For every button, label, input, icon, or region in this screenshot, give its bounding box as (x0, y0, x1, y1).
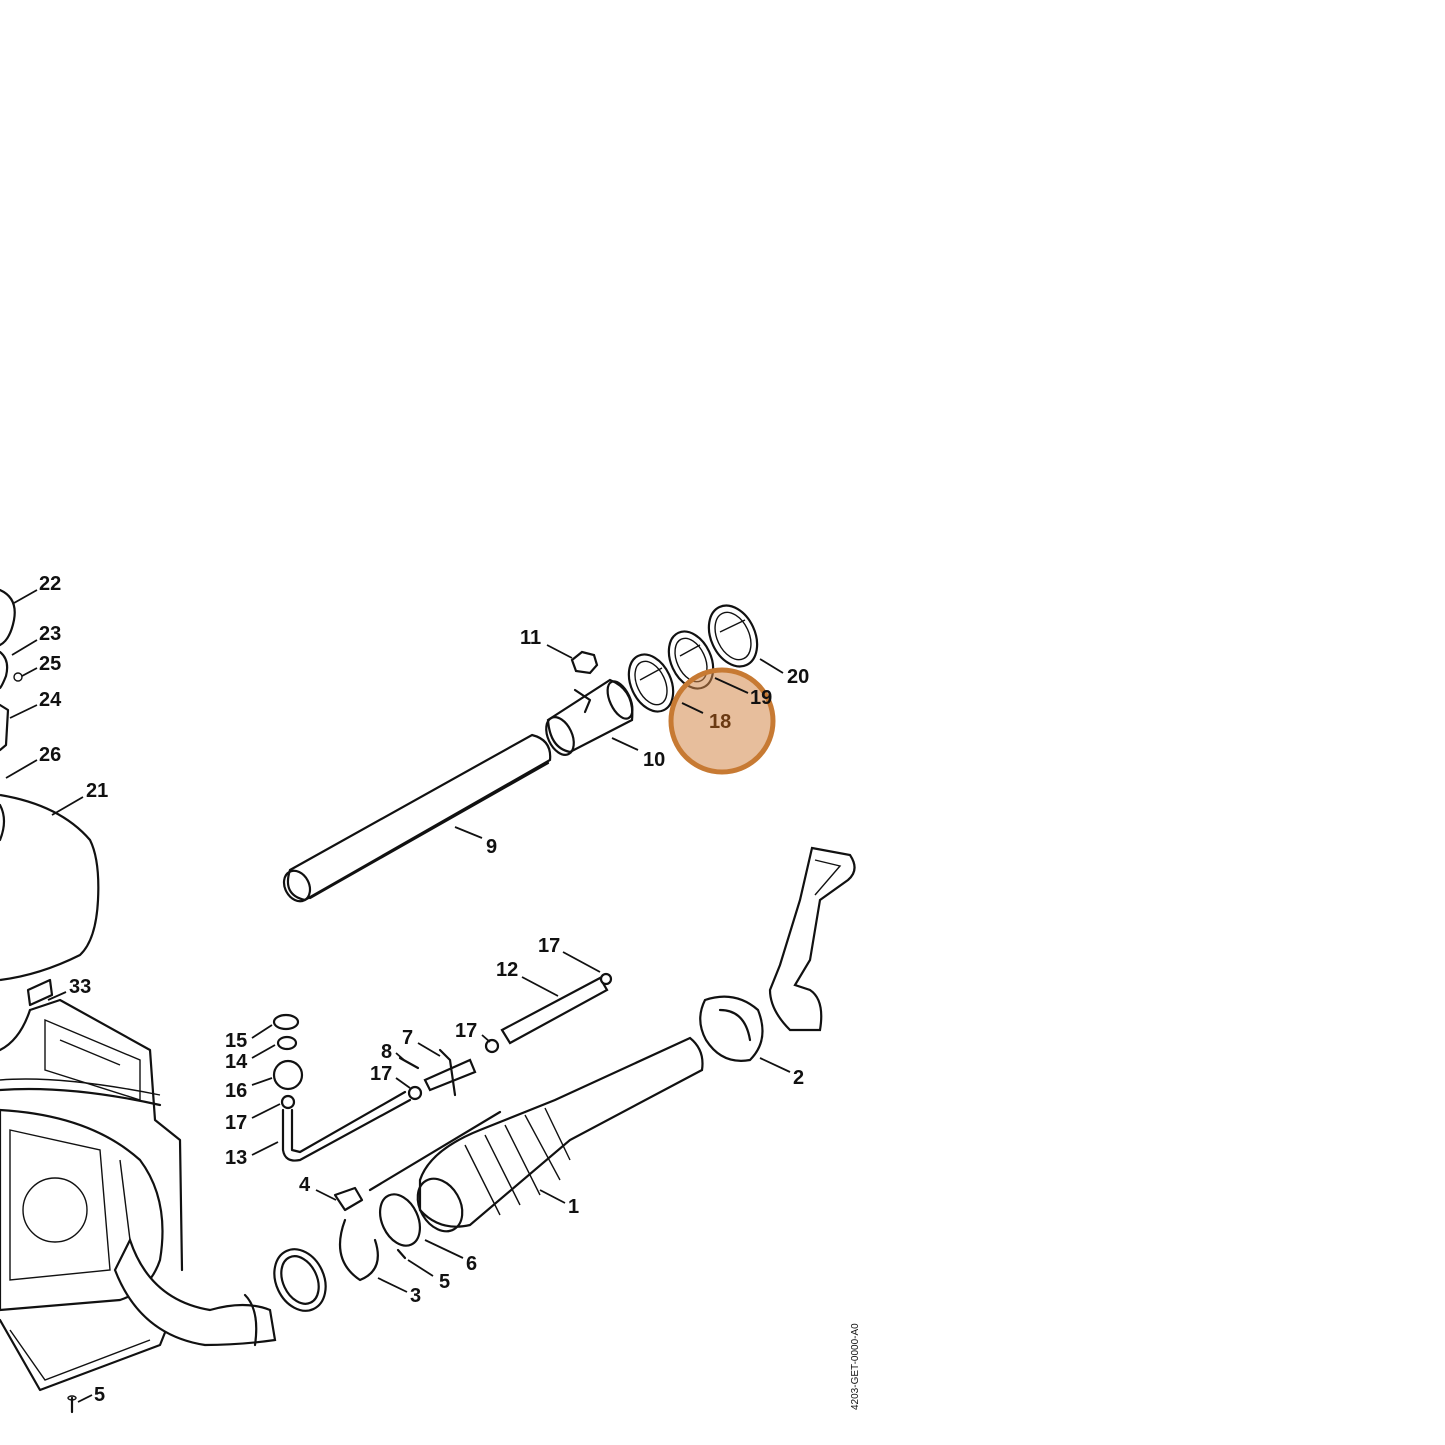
engine-housing-drawing (0, 588, 277, 1414)
callout-4[interactable]: 4 (299, 1174, 311, 1196)
callout-19[interactable]: 19 (750, 687, 772, 709)
leader-lines (5, 589, 791, 1403)
callout-17-valve[interactable]: 17 (370, 1063, 392, 1085)
nozzle-part-10 (545, 678, 634, 756)
callout-18-highlighted[interactable]: 18 (709, 711, 731, 733)
callout-14[interactable]: 14 (225, 1051, 248, 1073)
callout-6[interactable]: 6 (466, 1253, 477, 1275)
callout-8[interactable]: 8 (381, 1041, 392, 1063)
callout-5-right[interactable]: 5 (439, 1271, 450, 1293)
callout-24[interactable]: 24 (39, 689, 62, 711)
callout-21[interactable]: 21 (86, 780, 108, 802)
callout-20[interactable]: 20 (787, 666, 809, 688)
callout-17-mid[interactable]: 17 (455, 1020, 477, 1042)
callout-labels: 22 23 25 24 26 21 33 11 20 19 10 9 17 12… (39, 573, 809, 1406)
callout-12[interactable]: 12 (496, 959, 518, 981)
rod-part-12 (484, 972, 613, 1054)
callout-26[interactable]: 26 (39, 744, 61, 766)
hose-clamps-parts-3-4-6 (273, 1186, 422, 1312)
bellows-pipe-part-1 (368, 1036, 704, 1233)
callout-25[interactable]: 25 (39, 653, 61, 675)
knob-part-11 (570, 650, 599, 675)
callout-23[interactable]: 23 (39, 623, 61, 645)
callout-33[interactable]: 33 (69, 976, 91, 998)
valve-part-7 (398, 1048, 477, 1101)
blower-tube-part-9 (282, 733, 552, 903)
callout-11[interactable]: 11 (520, 627, 541, 649)
callout-2[interactable]: 2 (793, 1067, 804, 1089)
hose-part-13 (272, 1013, 412, 1162)
drawing-code: 4203-GET-0000-A0 (850, 1323, 861, 1410)
callout-22[interactable]: 22 (39, 573, 61, 595)
callout-10[interactable]: 10 (643, 749, 665, 771)
callout-15[interactable]: 15 (225, 1030, 247, 1052)
callout-17-top[interactable]: 17 (538, 935, 560, 957)
callout-16[interactable]: 16 (225, 1080, 247, 1102)
clamp-part-2 (699, 995, 764, 1062)
callout-9[interactable]: 9 (486, 836, 497, 858)
highlight-circle[interactable] (668, 667, 776, 775)
callout-13[interactable]: 13 (225, 1147, 247, 1169)
callout-3[interactable]: 3 (410, 1285, 421, 1307)
control-handle-drawing (768, 846, 856, 1032)
callout-17-left[interactable]: 17 (225, 1112, 247, 1134)
callout-7[interactable]: 7 (402, 1027, 413, 1049)
callout-1[interactable]: 1 (568, 1196, 579, 1218)
callout-5-bottom[interactable]: 5 (94, 1384, 105, 1406)
